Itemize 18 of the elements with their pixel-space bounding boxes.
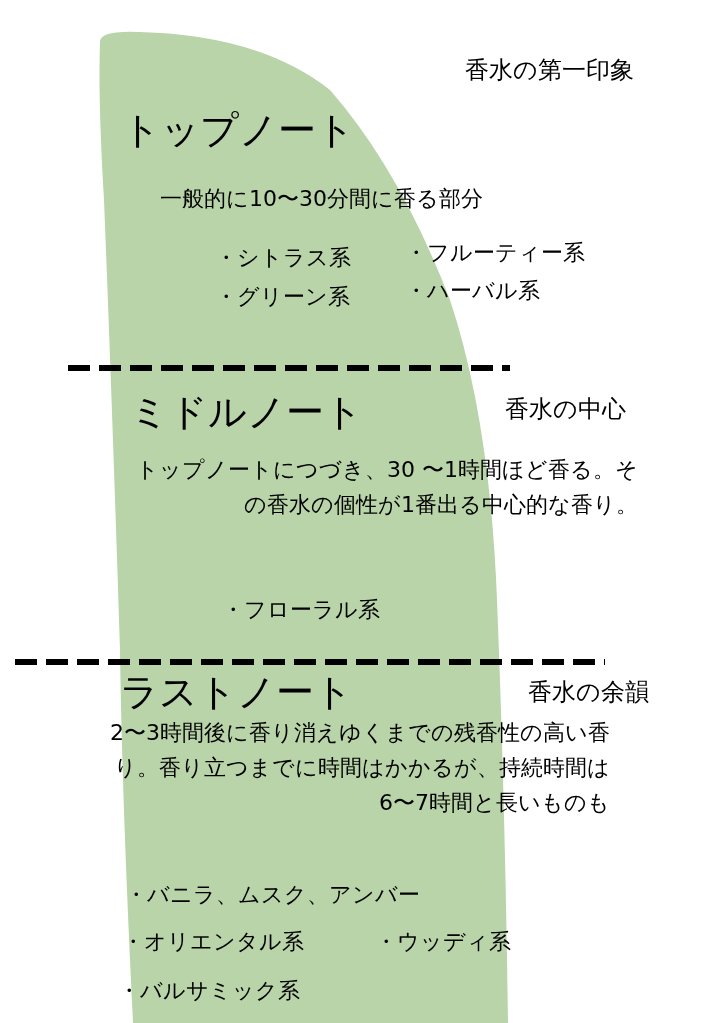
note-caption: 香水の中心 (505, 395, 626, 424)
scent-item: ・ウッディ系 (375, 929, 511, 956)
scent-item: ・バルサミック系 (118, 978, 300, 1005)
scent-item: ・フルーティー系 (405, 240, 585, 267)
scent-item: ・グリーン系 (215, 284, 350, 311)
note-caption: 香水の余韻 (528, 678, 649, 707)
note-caption: 香水の第一印象 (465, 56, 634, 85)
scent-item: ・フローラル系 (222, 597, 380, 624)
section-heading: トップノート (122, 108, 355, 154)
section-heading: ラストノート (120, 670, 353, 716)
description-text: トップノートにつづき、30 〜1時間ほど香る。その香水の個性が1番出る中心的な香り。 (135, 456, 638, 519)
description-text: 2〜3時間後に香り消えゆくまでの残香性の高い香り。香り立つまでに時間はかかるが、持続時間は6〜7時間と長いものも (109, 719, 610, 817)
scent-item: ・シトラス系 (215, 245, 351, 272)
scent-item: ・バニラ、ムスク、アンバー (125, 882, 420, 909)
scent-item: ・ハーバル系 (405, 278, 540, 305)
description-text: 一般的に10〜30分間に香る部分 (160, 186, 483, 213)
section-heading: ミドルノート (130, 390, 363, 436)
scent-item: ・オリエンタル系 (122, 929, 304, 956)
